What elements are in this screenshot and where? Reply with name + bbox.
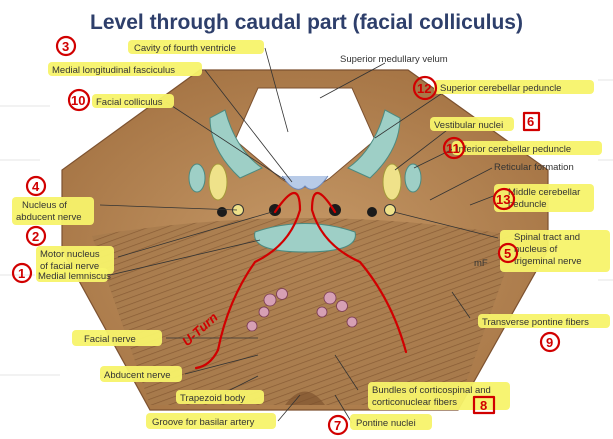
label-mf: mF [474,258,488,269]
label-pontine: Pontine nuclei [356,418,416,429]
abducent-nucleus-right [385,205,396,216]
label-groove: Groove for basilar artery [152,417,255,428]
label-abducent-nerve: Abducent nerve [104,370,171,381]
label-facial-nerve: Facial nerve [84,334,136,345]
vestibular-nucleus-right [383,164,401,200]
spinal-trigeminal-right [367,207,377,217]
ink-num-5: 5 [504,246,511,261]
ink-num-1: 1 [18,266,25,281]
label-inf-peduncle: Inferior cerebellar peduncle [456,144,571,155]
label-trapezoid: Trapezoid body [180,393,245,404]
ink-num-12: 12 [417,81,431,96]
ink-num-2: 2 [32,229,39,244]
ink-num-4: 4 [32,179,40,194]
label-reticular: Reticular formation [494,162,574,173]
ink-num-8: 8 [480,398,487,413]
label-sup-peduncle: Superior cerebellar peduncle [440,83,561,94]
inferior-peduncle-left [189,164,205,192]
inferior-peduncle-right [405,164,421,192]
vestibular-nucleus-left [209,164,227,200]
label-cavity: Cavity of fourth ventricle [134,43,236,54]
ink-num-13: 13 [496,192,510,207]
label-mlf: Medial longitudinal fasciculus [52,65,175,76]
label-abducent-nucleus-line2: abducent nerve [16,212,82,223]
label-vestibular: Vestibular nuclei [434,120,503,131]
ink-num-10: 10 [71,93,85,108]
ink-num-9: 9 [546,335,553,350]
ink-num-11: 11 [446,141,460,156]
label-facial-colliculus: Facial colliculus [96,97,163,108]
medial-lemniscus [255,224,356,253]
label-abducent-nucleus-line1: Nucleus of [22,200,67,211]
ink-num-7: 7 [334,418,341,433]
label-medial-lemniscus: Medial lemniscus [38,271,111,282]
ink-num-3: 3 [62,39,69,54]
label-sup-velum: Superior medullary velum [340,54,448,65]
label-motor-nucleus: Motor nucleus of facial nerve [40,249,102,272]
spinal-trigeminal-left [217,207,227,217]
ink-num-6: 6 [527,114,534,129]
label-transverse: Transverse pontine fibers [482,317,589,328]
